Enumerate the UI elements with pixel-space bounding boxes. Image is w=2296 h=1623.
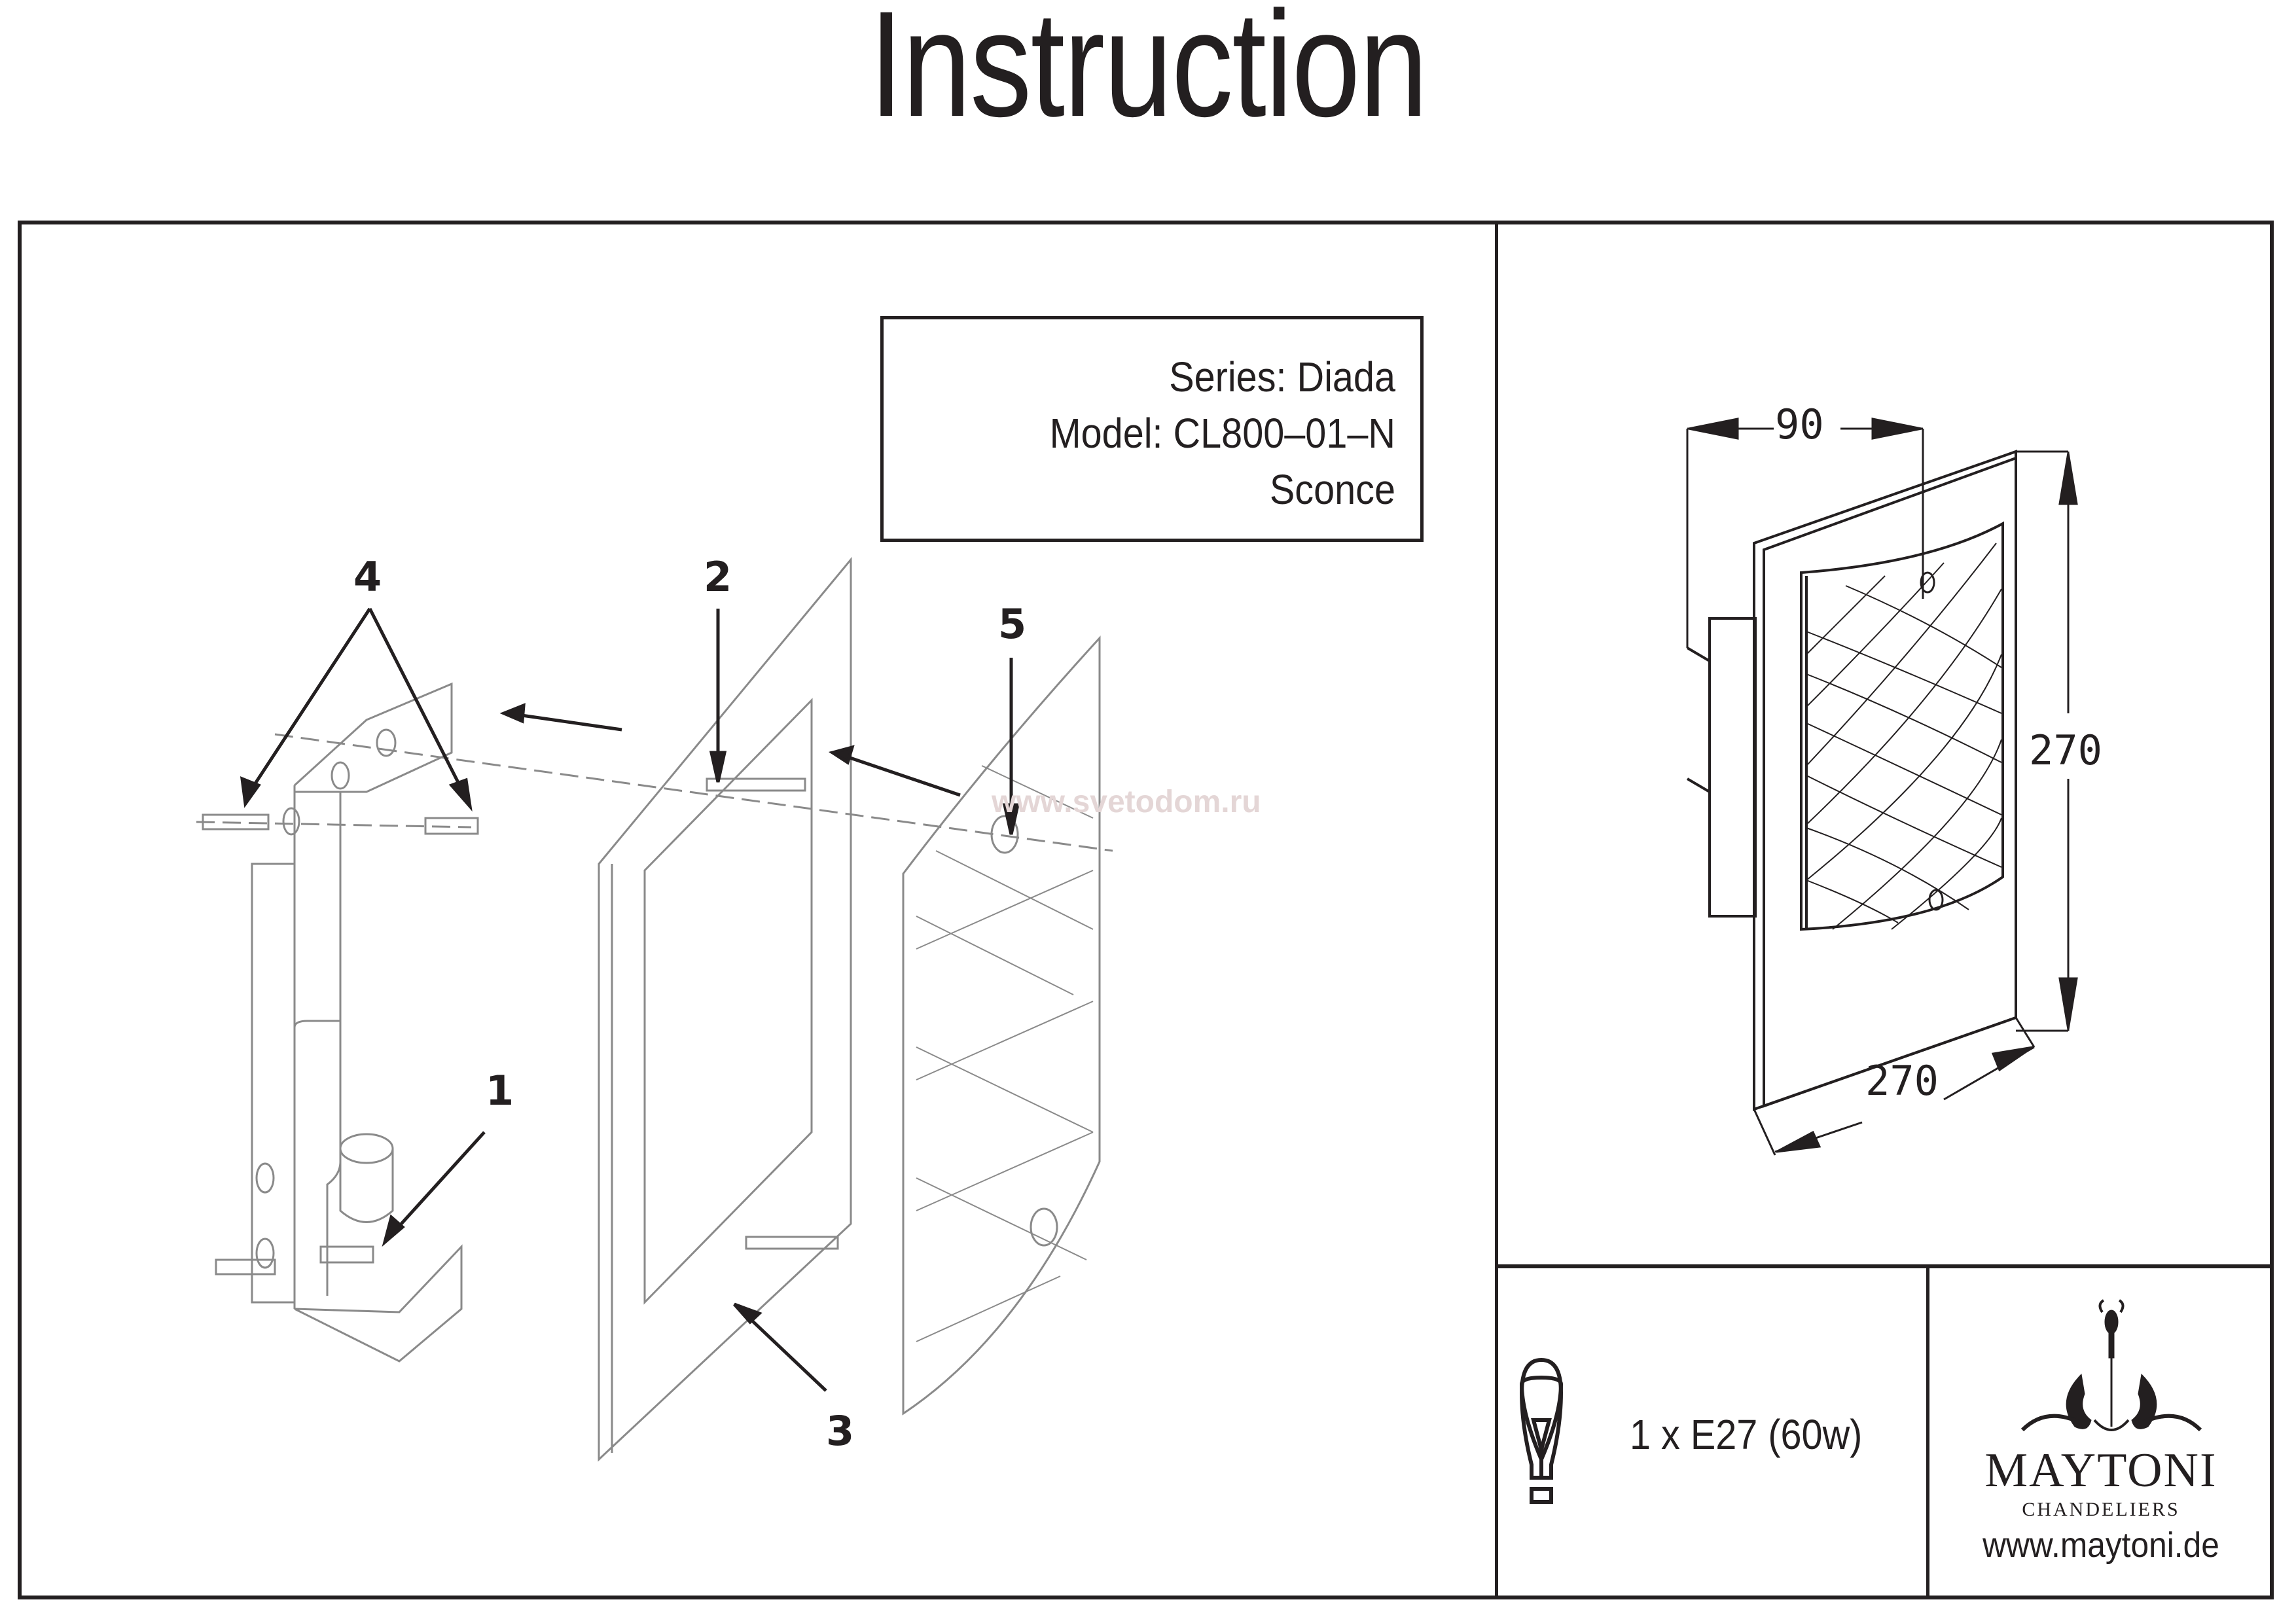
divider-vertical	[1495, 221, 1498, 1599]
brand-name: MAYTONI	[1984, 1444, 2217, 1497]
part-label-5: 5	[998, 600, 1027, 648]
series-label: Series: Diada	[1169, 353, 1395, 401]
product-type-label: Sconce	[1269, 466, 1395, 513]
instruction-frame	[18, 221, 2274, 1599]
model-label: Model: CL800–01–N	[1049, 410, 1395, 457]
bulb-spec: 1 x E27 (60w)	[1630, 1411, 1863, 1458]
product-info-box: Series: Diada Model: CL800–01–N Sconce	[880, 316, 1424, 542]
part-label-2: 2	[704, 553, 732, 601]
page-title: Instruction	[869, 0, 1428, 148]
brand-website-link[interactable]: www.maytoni.de	[1982, 1525, 2219, 1565]
watermark-text: www.svetodom.ru	[992, 785, 1261, 819]
dimension-width: 270	[1865, 1057, 1939, 1105]
dimension-height: 270	[2029, 726, 2102, 774]
divider-vertical-footer	[1926, 1264, 1929, 1599]
part-label-3: 3	[826, 1407, 855, 1455]
dimension-depth: 90	[1775, 401, 1824, 448]
divider-horizontal	[1495, 1264, 2274, 1268]
part-label-1: 1	[486, 1067, 514, 1115]
part-label-4: 4	[353, 553, 382, 601]
brand-subtitle: CHANDELIERS	[2022, 1499, 2180, 1520]
